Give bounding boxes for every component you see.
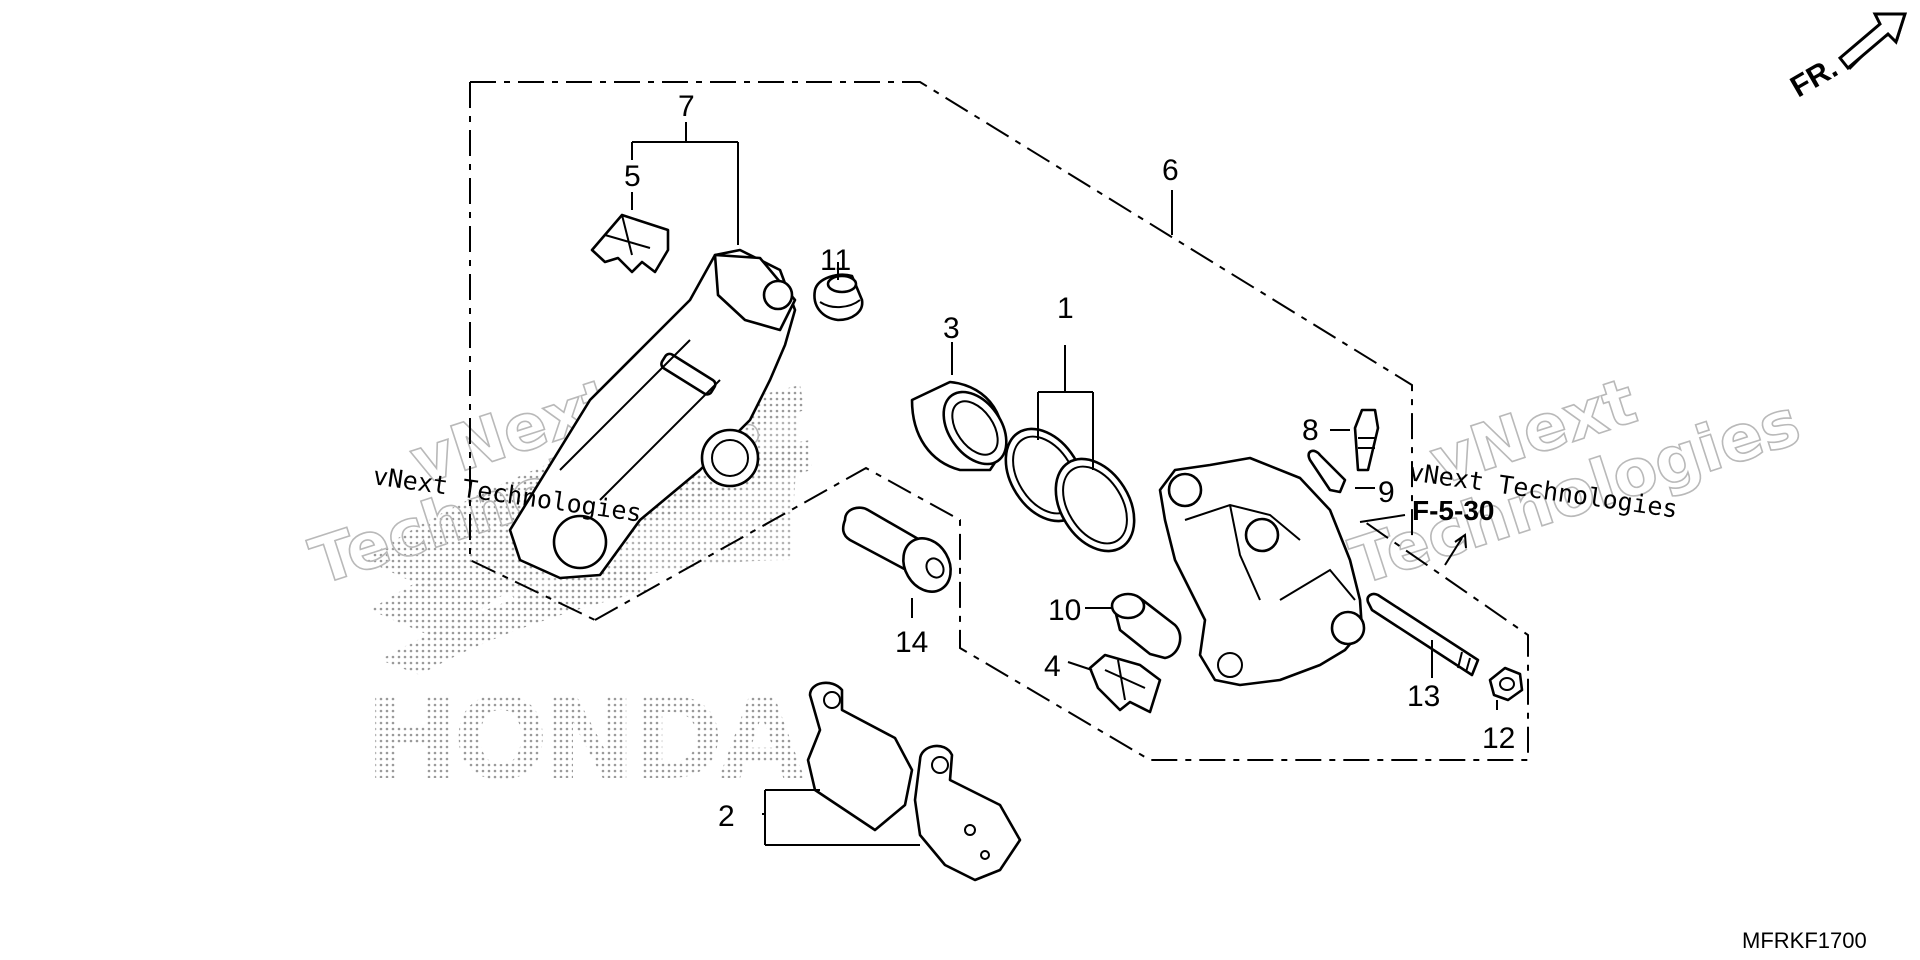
- callout-5: 5: [624, 160, 641, 193]
- bleeder-screw: [1353, 408, 1380, 472]
- callout-11: 11: [820, 244, 851, 277]
- assembly-boundary-bottom: [594, 466, 1529, 761]
- honda-logo-text: HONDA: [365, 675, 805, 805]
- callout-4: 4: [1044, 650, 1061, 683]
- nut-part-12: [1488, 666, 1524, 702]
- reference-arrow: [1444, 533, 1467, 566]
- callout-6: 6: [1162, 154, 1179, 187]
- pin-part-10: [1110, 592, 1182, 660]
- assembly-boundary-6: [470, 81, 1413, 540]
- piston-seals: [1004, 427, 1136, 553]
- callout-9: 9: [1378, 476, 1395, 509]
- front-direction-label: FR.: [1785, 51, 1843, 104]
- assembly-boundary-left: [469, 82, 596, 621]
- callout-1: 1: [1057, 292, 1074, 325]
- boot-part-11: [813, 273, 864, 322]
- caliper-bracket: [508, 248, 797, 580]
- callout-8: 8: [1302, 414, 1319, 447]
- drawing-code: MFRKF1700: [1742, 928, 1867, 953]
- brake-pads: [806, 681, 1022, 882]
- caliper-body: [1158, 456, 1366, 687]
- callout-12: 12: [1482, 722, 1515, 755]
- callout-13: 13: [1407, 680, 1440, 713]
- front-arrow-icon: [1837, 12, 1908, 71]
- pad-spring: [1088, 653, 1162, 714]
- piston: [910, 380, 1008, 472]
- callout-14: 14: [895, 626, 928, 659]
- leader-lines: [631, 122, 1498, 846]
- callout-2: 2: [718, 800, 735, 833]
- callout-3: 3: [943, 312, 960, 345]
- pin-part-13: [1366, 592, 1480, 677]
- bleeder-cap: [1307, 449, 1347, 494]
- reference-code: F-5-30: [1412, 495, 1494, 526]
- callout-7: 7: [678, 90, 695, 123]
- pin-bolt: [841, 506, 952, 593]
- callout-10: 10: [1048, 594, 1081, 627]
- pad-retainer-clip: [590, 213, 670, 274]
